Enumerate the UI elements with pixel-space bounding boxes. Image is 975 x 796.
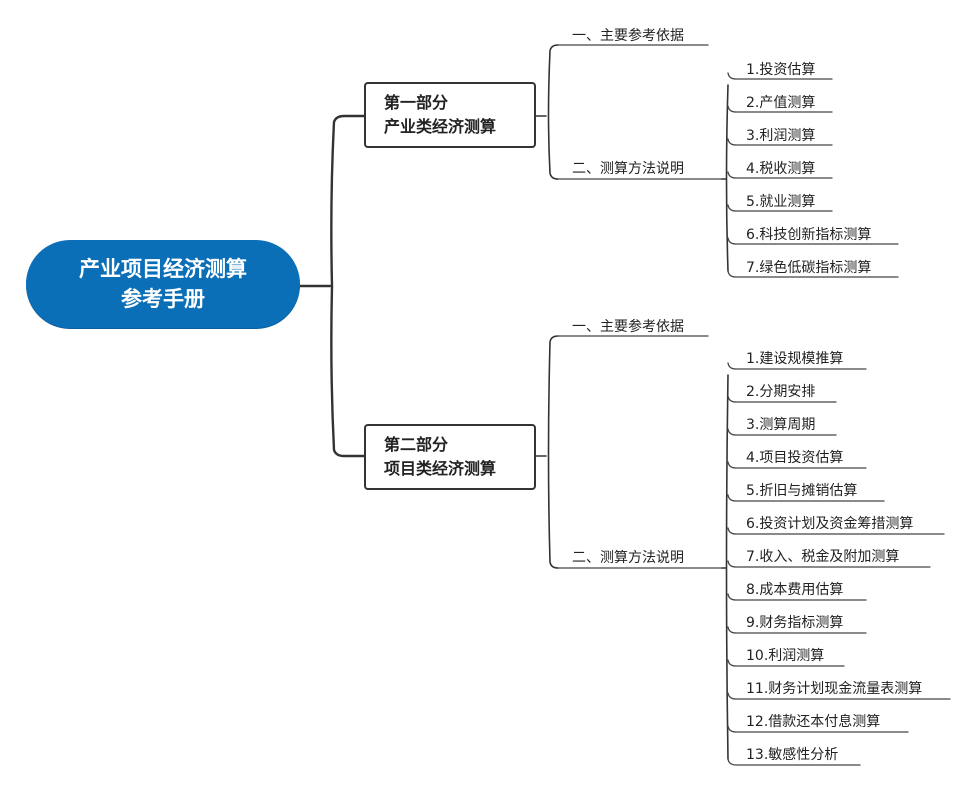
part-one-subtitle: 产业类经济测算 bbox=[384, 117, 497, 136]
part1-item-bracket bbox=[721, 84, 729, 272]
part2-item-underline bbox=[727, 758, 861, 766]
part1-item-underline bbox=[727, 171, 833, 179]
part2-item-underline bbox=[727, 626, 867, 634]
root-bracket bbox=[298, 114, 366, 458]
part2-item[interactable]: 10.利润测算 bbox=[746, 648, 825, 664]
part-one-node[interactable]: 第一部分 产业类经济测算 bbox=[364, 82, 536, 148]
part1-item[interactable]: 7.绿色低碳指标测算 bbox=[746, 260, 872, 276]
part2-item-underline bbox=[727, 362, 867, 370]
part2-item-bracket bbox=[721, 374, 729, 760]
part2-item[interactable]: 7.收入、税金及附加测算 bbox=[746, 549, 900, 565]
part1-item-underline bbox=[727, 105, 833, 113]
part2-item[interactable]: 5.折旧与摊销估算 bbox=[746, 483, 858, 499]
part2-item-underline bbox=[727, 725, 909, 733]
part1-item-underline bbox=[727, 237, 899, 245]
part2-item-underline bbox=[727, 560, 931, 568]
part2-item[interactable]: 13.敏感性分析 bbox=[746, 747, 839, 763]
part1-item-underline bbox=[727, 204, 833, 212]
section-bracket-1 bbox=[535, 44, 559, 180]
part2-item[interactable]: 2.分期安排 bbox=[746, 384, 816, 400]
part2-item-underline bbox=[727, 494, 885, 502]
part2-item[interactable]: 11.财务计划现金流量表测算 bbox=[746, 681, 923, 697]
root-title-line2: 参考手册 bbox=[121, 287, 205, 311]
part2-item[interactable]: 9.财务指标测算 bbox=[746, 615, 844, 631]
part2-item[interactable]: 6.投资计划及资金筹措测算 bbox=[746, 516, 914, 532]
part2-item-underline bbox=[727, 527, 945, 535]
part1-section-methods[interactable]: 二、测算方法说明 bbox=[572, 161, 684, 177]
part2-item[interactable]: 12.借款还本付息测算 bbox=[746, 714, 881, 730]
part2-item[interactable]: 3.测算周期 bbox=[746, 417, 816, 433]
part1-item-underline bbox=[727, 138, 833, 146]
part2-item[interactable]: 8.成本费用估算 bbox=[746, 582, 844, 598]
part1-item[interactable]: 4.税收测算 bbox=[746, 161, 816, 177]
part2-item-underline bbox=[727, 593, 867, 601]
part2-section-basis[interactable]: 一、主要参考依据 bbox=[572, 319, 684, 335]
part1-item[interactable]: 2.产值测算 bbox=[746, 95, 816, 111]
part1-section-basis[interactable]: 一、主要参考依据 bbox=[572, 28, 684, 44]
section-bracket-2 bbox=[535, 335, 559, 569]
part-two-subtitle: 项目类经济测算 bbox=[384, 459, 497, 478]
root-node[interactable]: 产业项目经济测算 参考手册 bbox=[26, 240, 300, 328]
part2-item-underline bbox=[727, 461, 867, 469]
part2-item[interactable]: 1.建设规模推算 bbox=[746, 351, 844, 367]
part2-item-underline bbox=[727, 659, 845, 667]
part1-item[interactable]: 5.就业测算 bbox=[746, 194, 816, 210]
part2-item-underline bbox=[727, 428, 837, 436]
part1-item-underline bbox=[727, 270, 899, 278]
part2-section-methods[interactable]: 二、测算方法说明 bbox=[572, 550, 684, 566]
part1-item[interactable]: 1.投资估算 bbox=[746, 62, 816, 78]
part-two-node[interactable]: 第二部分 项目类经济测算 bbox=[364, 424, 536, 490]
root-title-line1: 产业项目经济测算 bbox=[79, 257, 247, 281]
part-two-title: 第二部分 bbox=[384, 435, 449, 454]
part-one-title: 第一部分 bbox=[384, 93, 449, 112]
part2-item-underline bbox=[727, 395, 837, 403]
part2-item[interactable]: 4.项目投资估算 bbox=[746, 450, 844, 466]
part1-item[interactable]: 3.利润测算 bbox=[746, 128, 816, 144]
part1-item-underline bbox=[727, 72, 833, 80]
part2-item-underline bbox=[727, 692, 951, 700]
part1-item[interactable]: 6.科技创新指标测算 bbox=[746, 227, 872, 243]
